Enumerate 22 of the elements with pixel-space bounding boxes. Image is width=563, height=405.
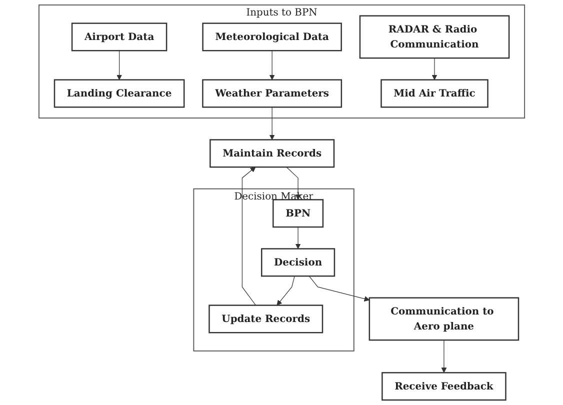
arrow [242, 166, 256, 306]
arrow [269, 50, 275, 80]
arrow [308, 276, 370, 302]
node-box: Maintain Records [209, 139, 334, 168]
arrow [286, 166, 300, 200]
node-box: RADAR & Radio Communication [359, 15, 510, 59]
node-box: Weather Parameters [202, 79, 342, 108]
node-box: Receive Feedback [381, 372, 506, 401]
node-box: BPN [272, 199, 324, 228]
node-box: Mid Air Traffic [380, 79, 488, 108]
arrow [440, 340, 446, 373]
arrow [116, 50, 122, 80]
arrow [295, 226, 300, 250]
node-box: Landing Clearance [54, 79, 184, 108]
arrow [432, 58, 437, 80]
node-box: Airport Data [71, 22, 167, 52]
node-box: Decision [260, 248, 335, 277]
node-box: Meteorological Data [202, 22, 342, 52]
arrow [276, 276, 295, 306]
node-box: Update Records [208, 304, 323, 334]
node-box: Communication to Aero plane [368, 297, 519, 341]
arrow [269, 106, 275, 140]
